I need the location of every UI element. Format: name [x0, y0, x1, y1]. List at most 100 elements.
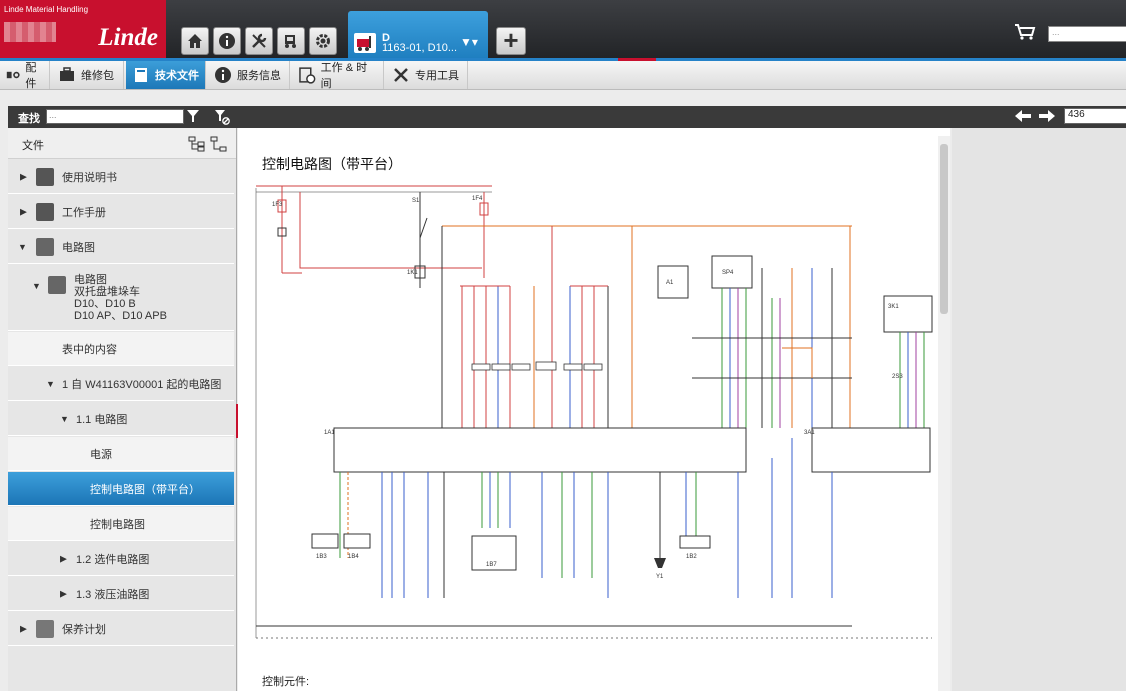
menu-service-kit-label: 维修包	[81, 70, 114, 82]
menu-work-time-label: 工作 & 时间	[320, 62, 368, 90]
label-sp4: SP4	[722, 270, 734, 276]
tree-item-label-line2: 双托盘堆垛车	[74, 286, 140, 298]
vertical-scrollbar[interactable]	[938, 136, 950, 691]
logo-blurred-graphic	[4, 22, 56, 42]
tree-item-maintenance[interactable]: ▶ 保养计划	[8, 612, 234, 646]
add-tab-button[interactable]: +	[496, 27, 526, 55]
tree-item-label: 保养计划	[62, 623, 106, 636]
tree-item-label: 电源	[90, 448, 112, 461]
menu-special-tools-label: 专用工具	[415, 70, 459, 82]
expand-arrow-icon[interactable]: ▶	[20, 623, 27, 633]
vehicle-tab-title: D	[382, 32, 390, 44]
tree-item-circuit-diagrams[interactable]: ▼ 电路图	[8, 230, 234, 264]
vehicle-button[interactable]	[277, 27, 305, 55]
tree-item-label: 使用说明书	[62, 171, 117, 184]
clear-filter-icon[interactable]	[214, 109, 230, 125]
right-empty-pane	[952, 128, 1126, 691]
filter-icon[interactable]	[186, 109, 200, 123]
collapse-arrow-icon[interactable]: ▼	[46, 378, 55, 389]
menu-work-time[interactable]: 工作 & 时间	[292, 61, 384, 90]
scrollbar-thumb[interactable]	[940, 144, 948, 314]
logo-brand: Linde	[98, 24, 158, 51]
collapse-arrow-icon[interactable]: ▼	[32, 281, 41, 291]
active-tab-marker	[618, 58, 656, 61]
tree-item-label-line4: D10 AP、D10 APB	[74, 310, 167, 322]
tree-item-toc[interactable]: 表中的内容	[8, 332, 234, 366]
logo-subtitle: Linde Material Handling	[4, 5, 89, 14]
tree-item-multiline: 电路图 双托盘堆垛车 D10、D10 B D10 AP、D10 APB	[74, 274, 167, 322]
menu-service-info-label: 服务信息	[237, 70, 281, 82]
tree-item-label: 1 自 W41163V00001 起的电路图	[62, 378, 222, 391]
tree-item-section-1[interactable]: ▼ 1 自 W41163V00001 起的电路图	[8, 367, 234, 401]
accent-line	[0, 58, 1126, 61]
gear-icon	[316, 34, 330, 48]
label-s1: S1	[412, 198, 420, 204]
circuit-doc-icon	[48, 276, 66, 294]
tree-item-label: 表中的内容	[62, 343, 117, 356]
home-button[interactable]	[181, 27, 209, 55]
tree-item-label: 控制电路图	[90, 518, 145, 531]
menu-service-info[interactable]: 服务信息	[208, 61, 290, 89]
info-icon	[215, 67, 231, 83]
label-3k1: 3K1	[888, 304, 899, 310]
vehicle-tab-subtitle: 1163-01, D10...	[382, 42, 458, 54]
label-1b4: 1B4	[348, 554, 359, 560]
cart-button[interactable]	[1014, 22, 1036, 45]
tree-item-label-line3: D10、D10 B	[74, 298, 136, 310]
collapse-all-icon[interactable]	[210, 136, 228, 152]
menu-parts[interactable]: 配件	[0, 61, 50, 90]
expand-all-icon[interactable]	[188, 136, 206, 152]
label-a1: A1	[666, 280, 674, 286]
info-button[interactable]	[213, 27, 241, 55]
tree-item-workshop-manual[interactable]: ▶ 工作手册	[8, 195, 234, 229]
label-1k1: 1K1	[407, 270, 418, 276]
tree-header-label: 文件	[22, 140, 44, 152]
document-title: 控制电路图（带平台）	[262, 156, 402, 172]
tree-item-section-1-2[interactable]: ▶ 1.2 选件电路图	[8, 542, 234, 576]
tree-item-circuit-d10[interactable]: ▼ 电路图 双托盘堆垛车 D10、D10 B D10 AP、D10 APB	[8, 265, 234, 331]
service-kit-icon	[60, 67, 74, 81]
truck-icon	[285, 35, 296, 48]
menu-bar: 配件 维修包 技术文件 服务信息 工作 & 时间 专用工具	[0, 61, 1126, 90]
checklist-icon	[36, 620, 54, 638]
settings-button[interactable]	[309, 27, 337, 55]
tree-item-label: 1.3 液压油路图	[76, 588, 150, 601]
filter-dropdown-icon[interactable]: ▼▾	[460, 35, 478, 49]
tree-item-user-manual[interactable]: ▶ 使用说明书	[8, 160, 234, 194]
info-icon	[219, 33, 235, 49]
tools-button[interactable]	[245, 27, 273, 55]
collapse-arrow-icon[interactable]: ▼	[60, 413, 69, 424]
tree-item-section-1-3[interactable]: ▶ 1.3 液压油路图	[8, 577, 234, 611]
tree-item-control-platform[interactable]: 控制电路图（带平台）	[8, 472, 234, 506]
label-y1: Y1	[656, 574, 664, 580]
tree-item-label: 1.1 电路图	[76, 413, 128, 426]
expand-arrow-icon[interactable]: ▶	[60, 553, 67, 563]
parts-icon	[6, 71, 20, 79]
expand-arrow-icon[interactable]: ▶	[60, 588, 67, 598]
label-1b3: 1B3	[316, 554, 327, 560]
label-1b7: 1B7	[486, 562, 497, 568]
top-search-input[interactable]: ...	[1048, 26, 1126, 42]
tree-item-power[interactable]: 电源	[8, 437, 234, 471]
menu-service-kit[interactable]: 维修包	[52, 61, 124, 89]
search-bar: 查找 ... 436	[8, 106, 1126, 128]
tree-item-control[interactable]: 控制电路图	[8, 507, 234, 541]
menu-special-tools[interactable]: 专用工具	[386, 61, 468, 89]
collapse-arrow-icon[interactable]: ▼	[18, 241, 27, 252]
expand-arrow-icon[interactable]: ▶	[20, 171, 27, 181]
label-3a1: 3A1	[804, 430, 815, 436]
tree-item-section-1-1[interactable]: ▼ 1.1 电路图	[8, 402, 234, 436]
menu-technical-docs[interactable]: 技术文件	[126, 61, 206, 89]
expand-arrow-icon[interactable]: ▶	[20, 206, 27, 216]
cart-icon	[1015, 24, 1036, 40]
prev-page-icon[interactable]	[1014, 109, 1032, 123]
page-number-input[interactable]: 436	[1064, 108, 1126, 124]
footer-label: 控制元件:	[262, 676, 310, 688]
home-icon	[188, 34, 202, 48]
search-label: 查找	[18, 113, 40, 125]
search-input[interactable]: ...	[46, 109, 184, 124]
vehicle-tab[interactable]: D 1163-01, D10... ▼▾	[348, 11, 488, 58]
circuit-book-icon	[36, 238, 54, 256]
tree-item-label: 工作手册	[62, 206, 106, 219]
next-page-icon[interactable]	[1038, 109, 1056, 123]
